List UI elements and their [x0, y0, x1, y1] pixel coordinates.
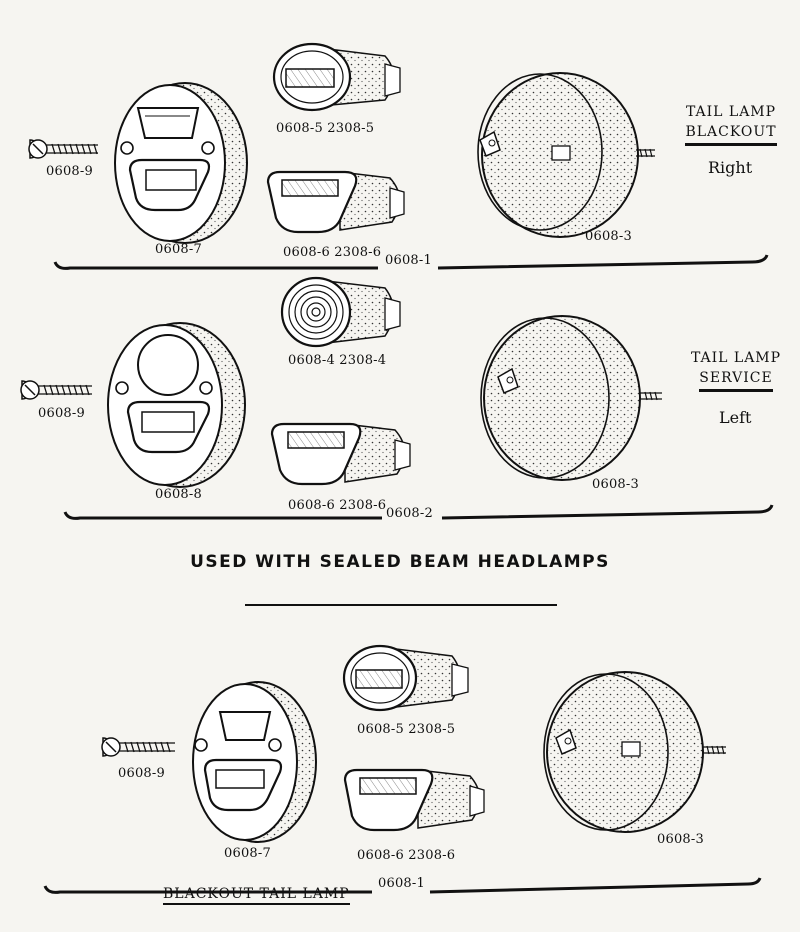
section-1-parts	[28, 42, 769, 270]
group-number: 0608-1	[378, 876, 425, 891]
part-label-bolt: 0608-9	[38, 406, 85, 421]
part-label-lower-unit: 0608-6 2308-6	[357, 848, 456, 863]
part-label-upper-unit: 0608-4 2308-4	[288, 353, 387, 368]
upper-lamp-unit-icon	[272, 42, 401, 112]
section-title-text: BLACKOUT TAIL LAMP	[163, 886, 350, 905]
part-label-plate: 0608-7	[155, 242, 202, 257]
upper-lamp-unit-icon	[342, 644, 469, 712]
group-bracket-line	[63, 504, 774, 520]
lamp-housing-icon	[543, 671, 726, 833]
part-label-upper-unit: 0608-5 2308-5	[357, 722, 456, 737]
part-label-plate: 0608-7	[224, 846, 271, 861]
part-label-housing: 0608-3	[657, 832, 704, 847]
group-number: 0608-1	[385, 253, 432, 268]
lower-lamp-unit-icon	[343, 768, 485, 832]
part-label-housing: 0608-3	[592, 477, 639, 492]
part-label-lower-unit: 0608-6 2308-6	[288, 498, 387, 513]
side-label: Right	[708, 158, 753, 177]
part-label-bolt: 0608-9	[46, 164, 93, 179]
section-title: TAIL LAMP SERVICE	[681, 348, 791, 392]
mounting-plate-icon	[107, 322, 246, 488]
lamp-housing-icon	[477, 72, 655, 238]
page-heading: USED WITH SEALED BEAM HEADLAMPS	[190, 552, 610, 572]
side-label: Left	[719, 408, 752, 427]
lamp-housing-icon	[480, 315, 662, 481]
section-title-line1: TAIL LAMP	[685, 104, 777, 120]
lower-lamp-unit-icon	[266, 170, 405, 234]
part-label-upper-unit: 0608-5 2308-5	[276, 121, 375, 136]
part-label-lower-unit: 0608-6 2308-6	[283, 245, 382, 260]
group-bracket-line	[43, 877, 762, 894]
part-label-bolt: 0608-9	[118, 766, 165, 781]
bolt-icon	[20, 380, 92, 400]
upper-lamp-unit-icon	[280, 276, 401, 348]
lower-lamp-unit-icon	[270, 422, 411, 486]
bolt-icon	[101, 737, 175, 757]
section-2-parts	[20, 276, 774, 520]
group-bracket-line	[53, 254, 769, 270]
mounting-plate-icon	[192, 681, 317, 843]
bolt-icon	[28, 139, 98, 159]
mounting-plate-icon	[114, 82, 248, 244]
section-title: BLACKOUT TAIL LAMP	[163, 886, 350, 905]
group-number: 0608-2	[386, 506, 433, 521]
section-title-line2: SERVICE	[699, 368, 773, 392]
section-title: TAIL LAMP BLACKOUT	[676, 102, 786, 146]
section-title-line2: BLACKOUT	[685, 122, 777, 146]
section-3-parts	[43, 644, 762, 894]
part-label-plate: 0608-8	[155, 487, 202, 502]
section-title-line1: TAIL LAMP	[690, 350, 782, 366]
part-label-housing: 0608-3	[585, 229, 632, 244]
